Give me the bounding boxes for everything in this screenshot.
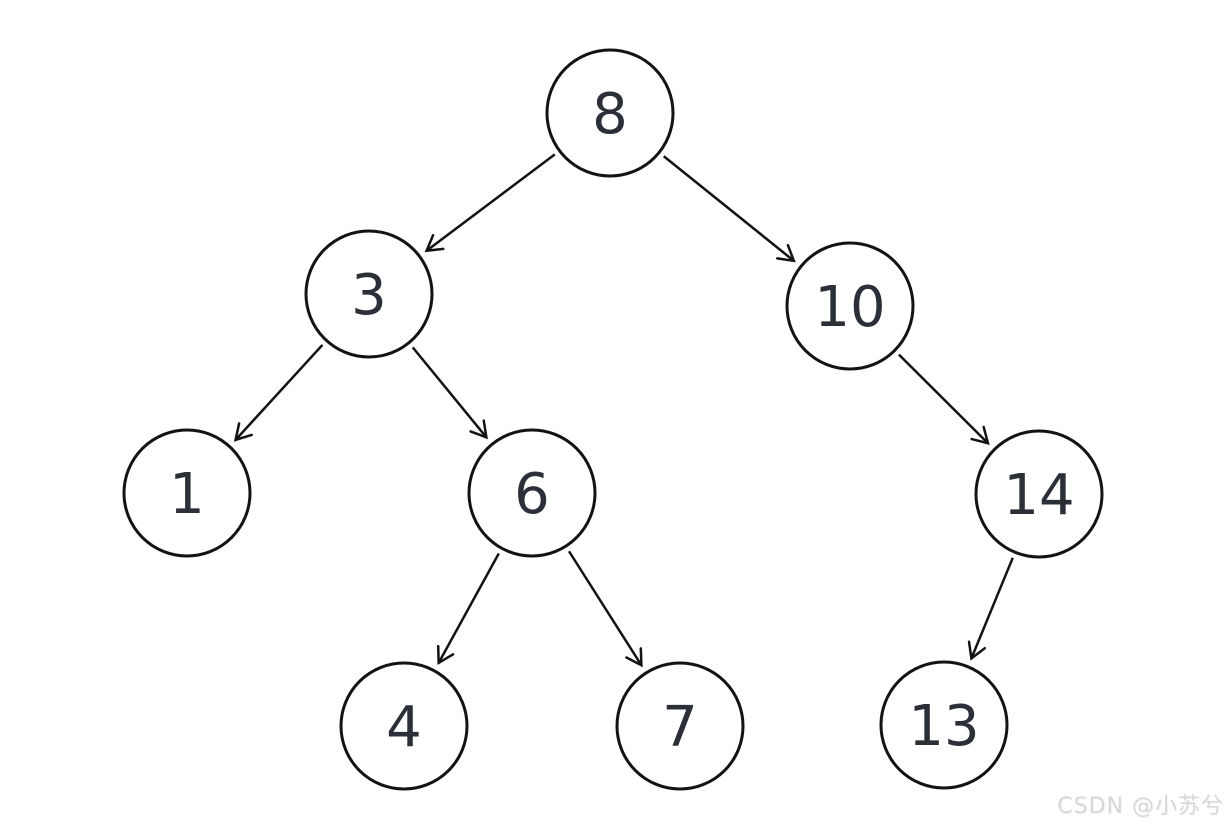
tree-node-circle [122, 428, 252, 558]
tree-node-circle [467, 428, 597, 558]
tree-edge-8-to-3 [424, 153, 556, 253]
tree-node-7: 7 [615, 661, 745, 791]
tree-node-label: 1 [169, 462, 205, 527]
tree-node-10: 10 [785, 241, 915, 371]
watermark: CSDN @小苏兮 [1057, 794, 1224, 819]
tree-node-1: 1 [122, 428, 252, 558]
edges-layer [233, 153, 1014, 668]
tree-node-label: 3 [351, 263, 387, 328]
tree-node-circle [879, 660, 1009, 790]
tree-edge-10-to-14 [898, 353, 990, 445]
tree-edge-6-to-7 [567, 550, 643, 668]
tree-node-label: 10 [814, 275, 885, 340]
tree-node-label: 4 [386, 695, 422, 760]
tree-node-circle [545, 48, 675, 178]
tree-node-label: 6 [514, 462, 550, 527]
tree-node-circle [615, 661, 745, 791]
tree-edge-3-to-6 [411, 346, 488, 440]
tree-node-6: 6 [467, 428, 597, 558]
tree-edge-3-to-1 [233, 344, 324, 442]
tree-node-8: 8 [545, 48, 675, 178]
tree-edge-6-to-4 [436, 552, 500, 666]
tree-node-label: 8 [592, 82, 628, 147]
tree-node-label: 7 [662, 695, 698, 760]
tree-node-circle [304, 229, 434, 359]
tree-node-circle [785, 241, 915, 371]
nodes-layer: 8 3 10 1 6 14 4 7 13 [122, 48, 1104, 791]
tree-node-4: 4 [339, 661, 469, 791]
tree-node-label: 13 [908, 694, 979, 759]
tree-node-13: 13 [879, 660, 1009, 790]
tree-node-3: 3 [304, 229, 434, 359]
tree-node-label: 14 [1003, 463, 1074, 528]
tree-edge-8-to-10 [662, 155, 796, 263]
tree-node-circle [339, 661, 469, 791]
tree-edge-14-to-13 [967, 557, 1014, 661]
tree-node-14: 14 [974, 429, 1104, 559]
tree-node-circle [974, 429, 1104, 559]
